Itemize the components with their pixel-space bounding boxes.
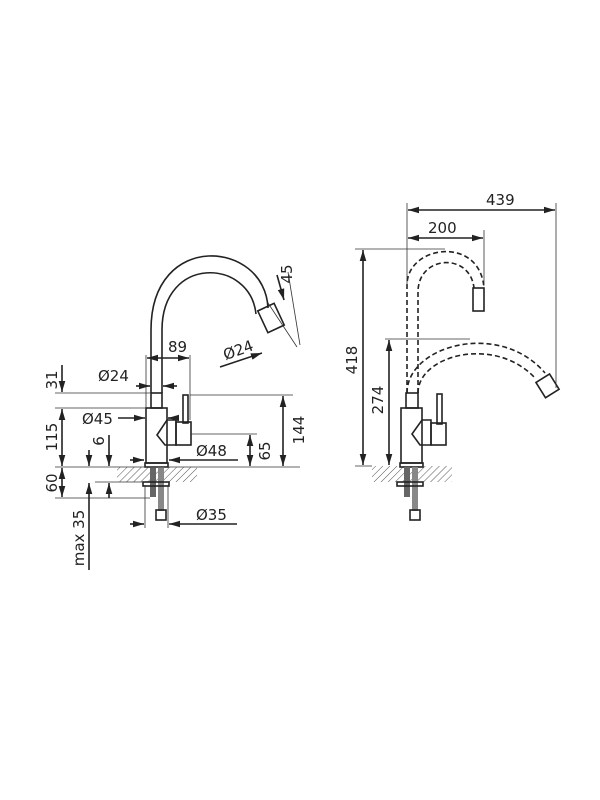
nozzle-extended	[534, 372, 561, 399]
lever	[436, 393, 443, 425]
dim-max-35: max 35	[70, 510, 88, 567]
left-dimension-lines	[55, 271, 301, 570]
dim-65: 65	[256, 441, 274, 460]
dim-115: 115	[43, 423, 61, 452]
dim-dia-24-pipe: Ø24	[98, 367, 129, 385]
dim-dia-24-nozzle: Ø24	[221, 337, 256, 364]
dim-144: 144	[290, 416, 308, 445]
dim-274: 274	[369, 386, 387, 415]
dim-6: 6	[90, 436, 108, 446]
nozzle	[256, 302, 286, 334]
dim-89: 89	[168, 338, 187, 356]
dim-439: 439	[486, 191, 515, 209]
dim-200: 200	[428, 219, 457, 237]
dim-45: 45	[278, 264, 296, 283]
nozzle-raised	[472, 287, 485, 312]
right-dimension-lines	[355, 203, 557, 467]
dim-60: 60	[43, 473, 61, 492]
faucet-body	[396, 250, 561, 521]
countertop	[117, 467, 197, 482]
dim-dia-35: Ø35	[196, 506, 227, 524]
left-view: 31 115 60 6 max 35 Ø24 89 Ø45 Ø48 65 144…	[43, 255, 308, 570]
lever	[182, 394, 189, 424]
dim-31: 31	[43, 370, 61, 389]
dim-418: 418	[343, 346, 361, 375]
dim-dia-45: Ø45	[82, 410, 113, 428]
dim-dia-48: Ø48	[196, 442, 227, 460]
right-view: 439 200 418 274	[343, 191, 561, 521]
supply-hose	[158, 467, 164, 511]
